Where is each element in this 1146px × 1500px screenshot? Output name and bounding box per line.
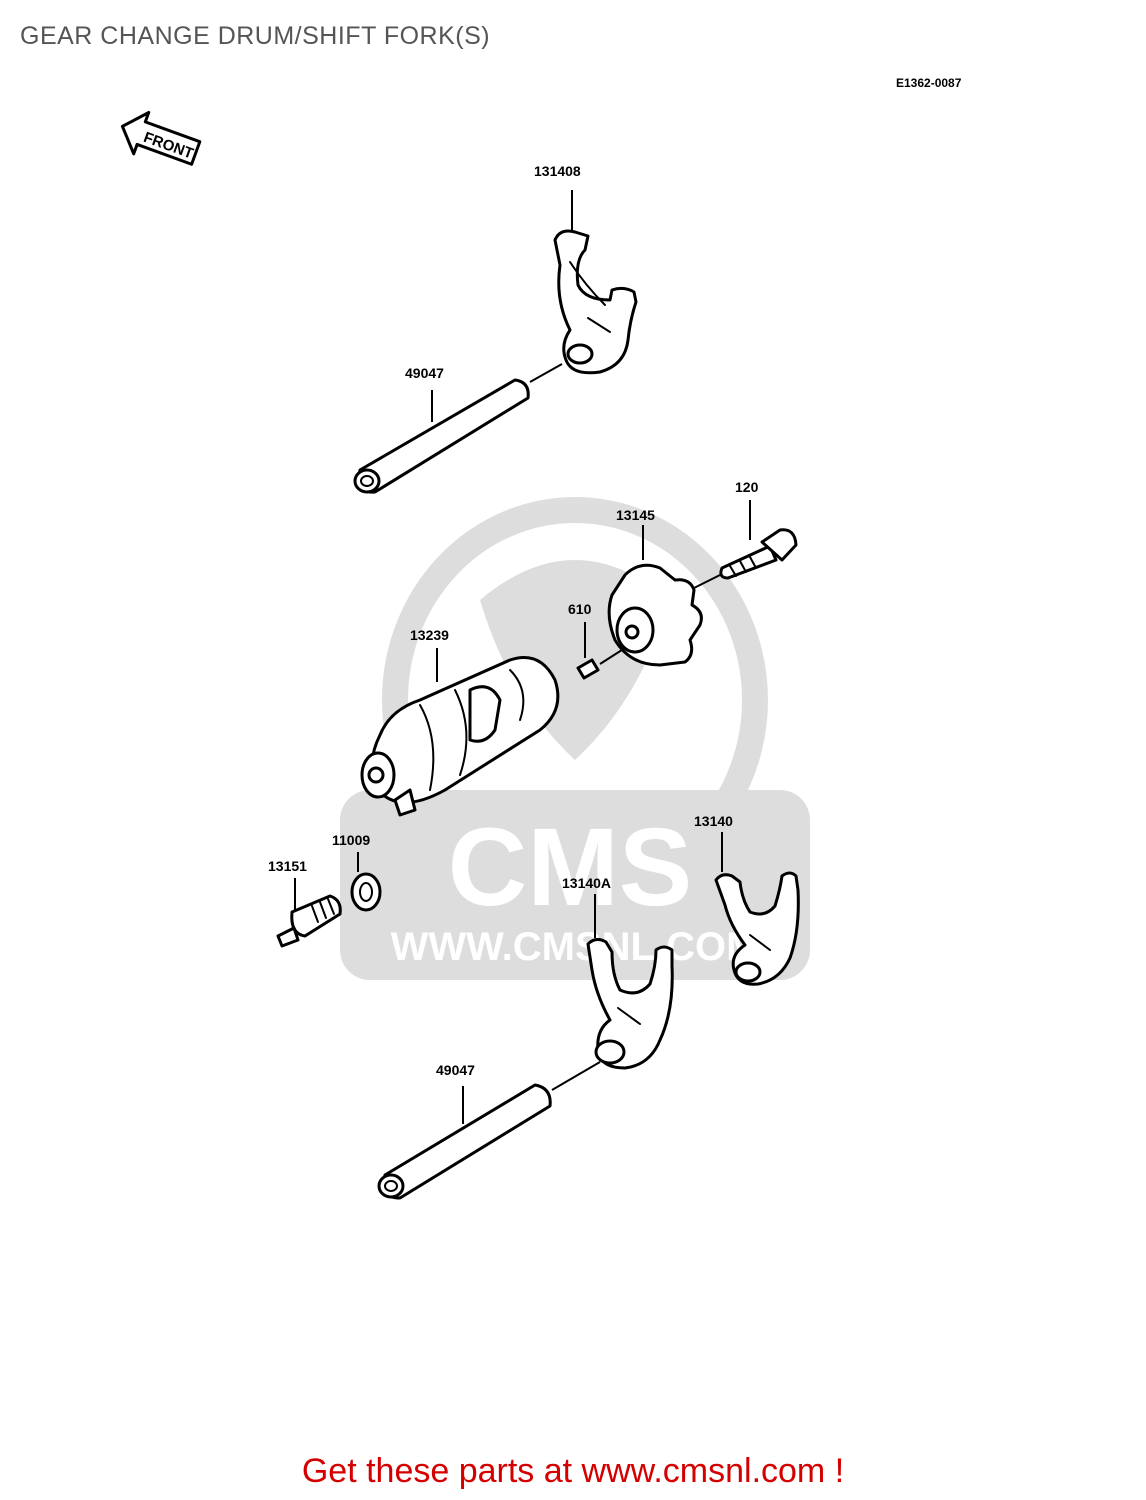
- shift-fork-left: [586, 937, 674, 1070]
- watermark: CMS WWW.CMSNL.COM: [340, 497, 810, 980]
- label-120: 120: [735, 479, 759, 495]
- shaft-top: [353, 378, 530, 494]
- washer: [350, 872, 382, 912]
- label-131408: 131408: [534, 163, 581, 179]
- label-13140A: 13140A: [562, 875, 611, 891]
- label-11009: 11009: [332, 832, 370, 848]
- label-13239: 13239: [410, 627, 449, 643]
- pin: [576, 658, 600, 680]
- label-49047-bottom: 49047: [436, 1062, 475, 1078]
- label-49047-top: 49047: [405, 365, 444, 381]
- page-title: GEAR CHANGE DRUM/SHIFT FORK(S): [20, 22, 491, 50]
- watermark-brand: CMS: [448, 806, 692, 929]
- bolt: [719, 528, 798, 580]
- watermark-url: WWW.CMSNL.COM: [391, 925, 760, 969]
- footer-promo[interactable]: Get these parts at www.cmsnl.com !: [301, 1452, 845, 1490]
- label-610: 610: [568, 601, 592, 617]
- diagram-code: E1362-0087: [896, 76, 962, 90]
- cam-plate: [607, 563, 703, 667]
- label-13140: 13140: [694, 813, 733, 829]
- parts-diagram: CMS WWW.CMSNL.COM FRONT 131408 49047 120…: [120, 110, 810, 1200]
- neutral-switch: [276, 894, 342, 948]
- shift-drum: [360, 656, 560, 817]
- front-arrow: FRONT: [120, 110, 202, 166]
- shift-fork-right: [714, 871, 800, 986]
- shift-fork-top: [553, 229, 638, 375]
- shaft-bottom: [377, 1083, 552, 1200]
- label-13145: 13145: [616, 507, 655, 523]
- label-13151: 13151: [268, 858, 307, 874]
